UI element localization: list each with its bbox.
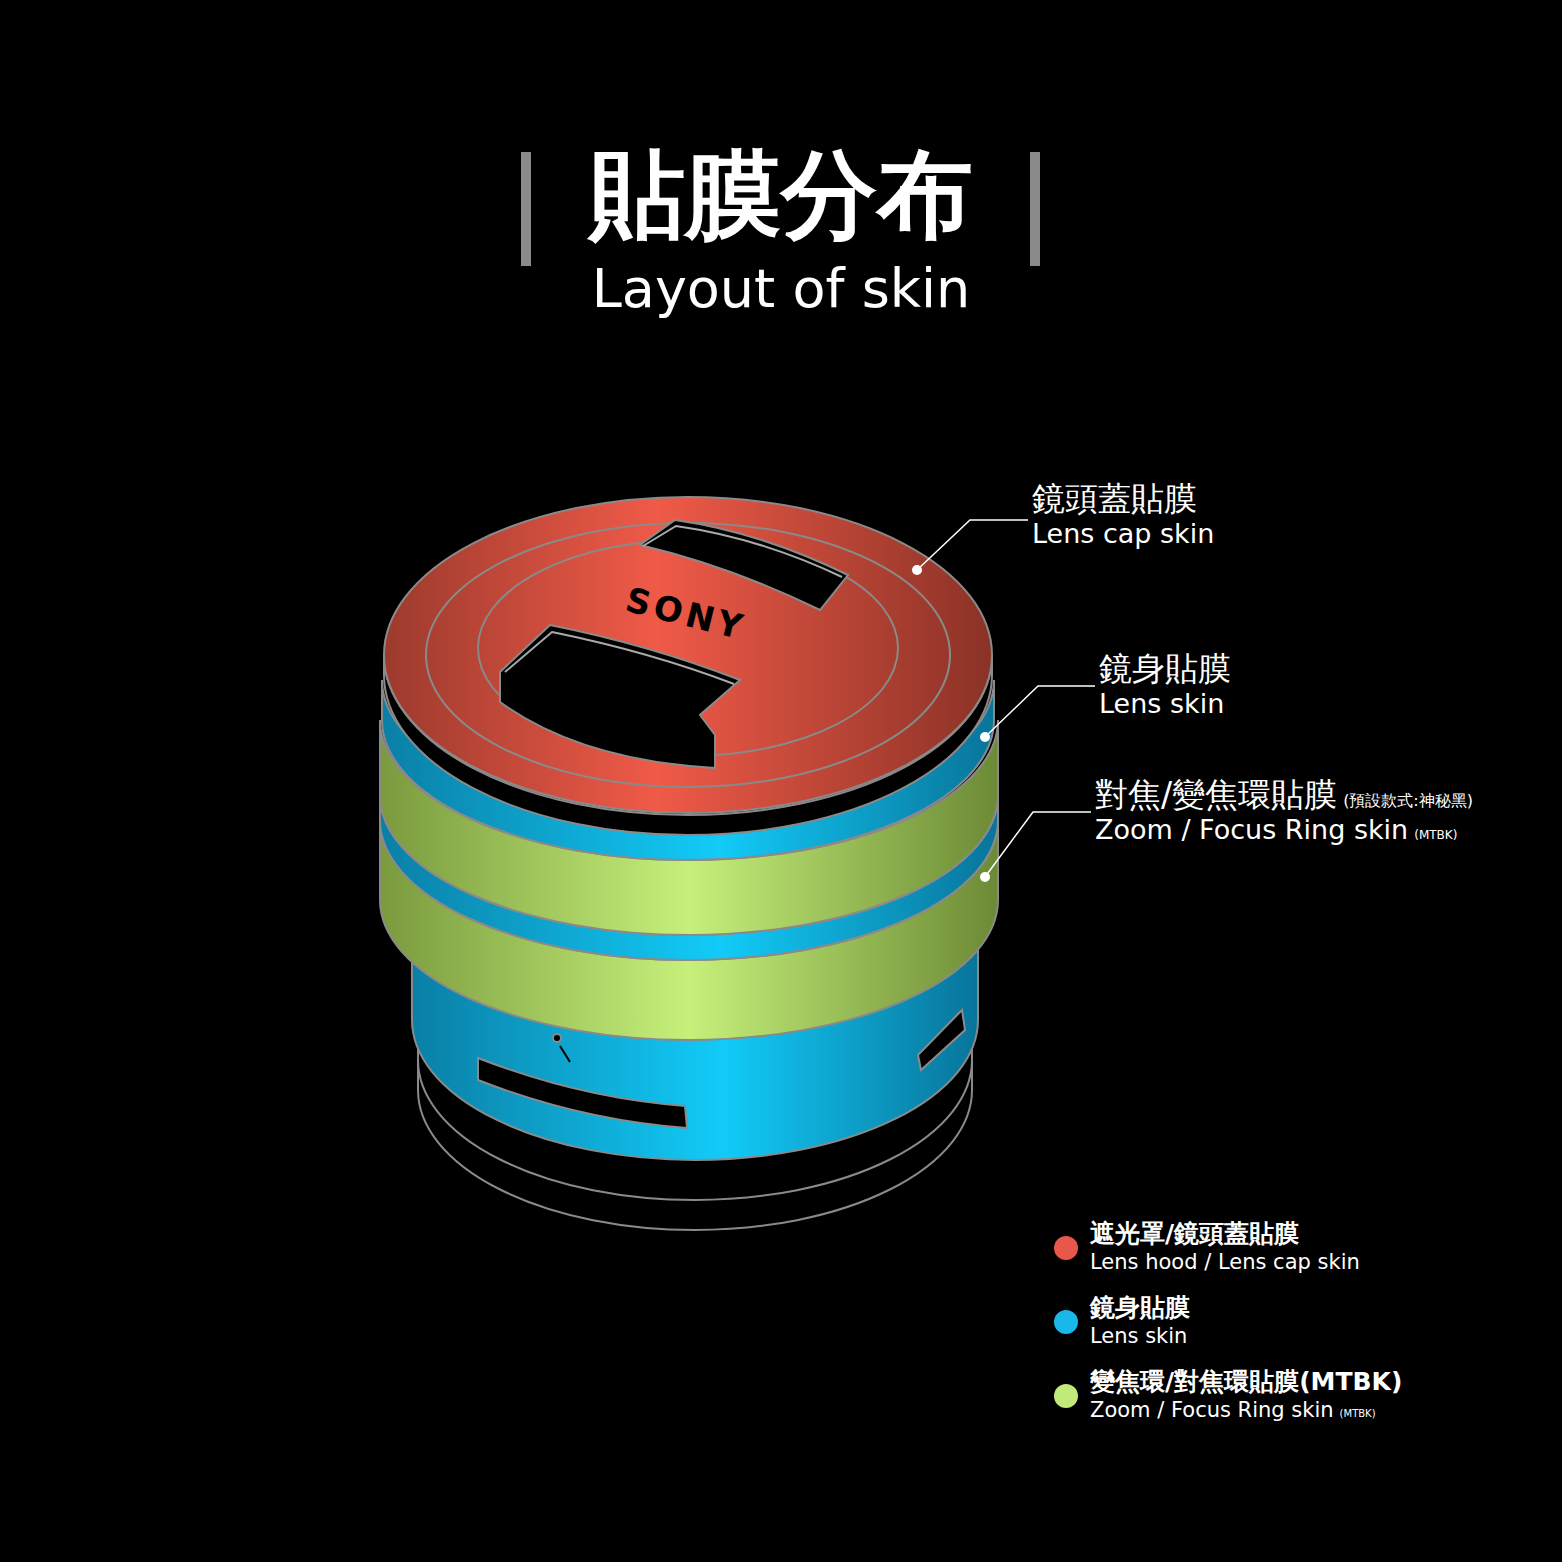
callout-subtitle: Zoom / Focus Ring skin (1095, 814, 1408, 845)
legend-subtext: Zoom / Focus Ring skin (1090, 1398, 1334, 1422)
callout-title: 對焦/變焦環貼膜 (1095, 776, 1337, 814)
legend-swatch (1054, 1384, 1078, 1408)
leader-dot (912, 565, 990, 882)
title-row: 貼膜分布 (589, 140, 973, 250)
legend-subtext: Lens skin (1090, 1324, 1187, 1348)
callout-subtitle: Lens cap skin (1032, 518, 1214, 549)
title-bar (521, 152, 531, 266)
title-bar (1030, 152, 1040, 266)
legend-swatch (1054, 1236, 1078, 1260)
label-row: Zoom / Focus Ring skin (MTBK) (1090, 1398, 1376, 1422)
legend-text: 變焦環/對焦環貼膜(MTBK) (1090, 1368, 1402, 1397)
callout-subtitle: Lens skin (1099, 688, 1224, 719)
lens-body (380, 497, 998, 1230)
title: 貼膜分布 (589, 140, 973, 250)
label-row: Lens hood / Lens cap skin (1090, 1250, 1360, 1274)
label-row: Lens cap skin (1032, 518, 1214, 549)
callout-title: 鏡頭蓋貼膜 (1032, 480, 1197, 518)
label-row: Layout of skin (592, 258, 971, 320)
legend-text: 鏡身貼膜 (1090, 1294, 1190, 1323)
callout-note: (預設款式:神秘黑) (1343, 792, 1473, 810)
label-row: Zoom / Focus Ring skin (MTBK) (1095, 814, 1457, 845)
label-row: 鏡身貼膜 (1099, 650, 1231, 688)
legend-text: 遮光罩/鏡頭蓋貼膜 (1090, 1220, 1299, 1249)
legend-swatch (1054, 1310, 1078, 1334)
label-row: Lens skin (1090, 1324, 1187, 1348)
legend-note: (MTBK) (1340, 1408, 1376, 1420)
leader-line (917, 520, 1095, 877)
label-row: Lens skin (1099, 688, 1224, 719)
label-row: 對焦/變焦環貼膜 (預設款式:神秘黑) (1095, 776, 1473, 814)
subtitle: Layout of skin (592, 258, 971, 320)
label-row: 鏡頭蓋貼膜 (1032, 480, 1197, 518)
legend-subtext: Lens hood / Lens cap skin (1090, 1250, 1360, 1274)
callout-note: (MTBK) (1414, 829, 1457, 843)
callout-title: 鏡身貼膜 (1099, 650, 1231, 688)
